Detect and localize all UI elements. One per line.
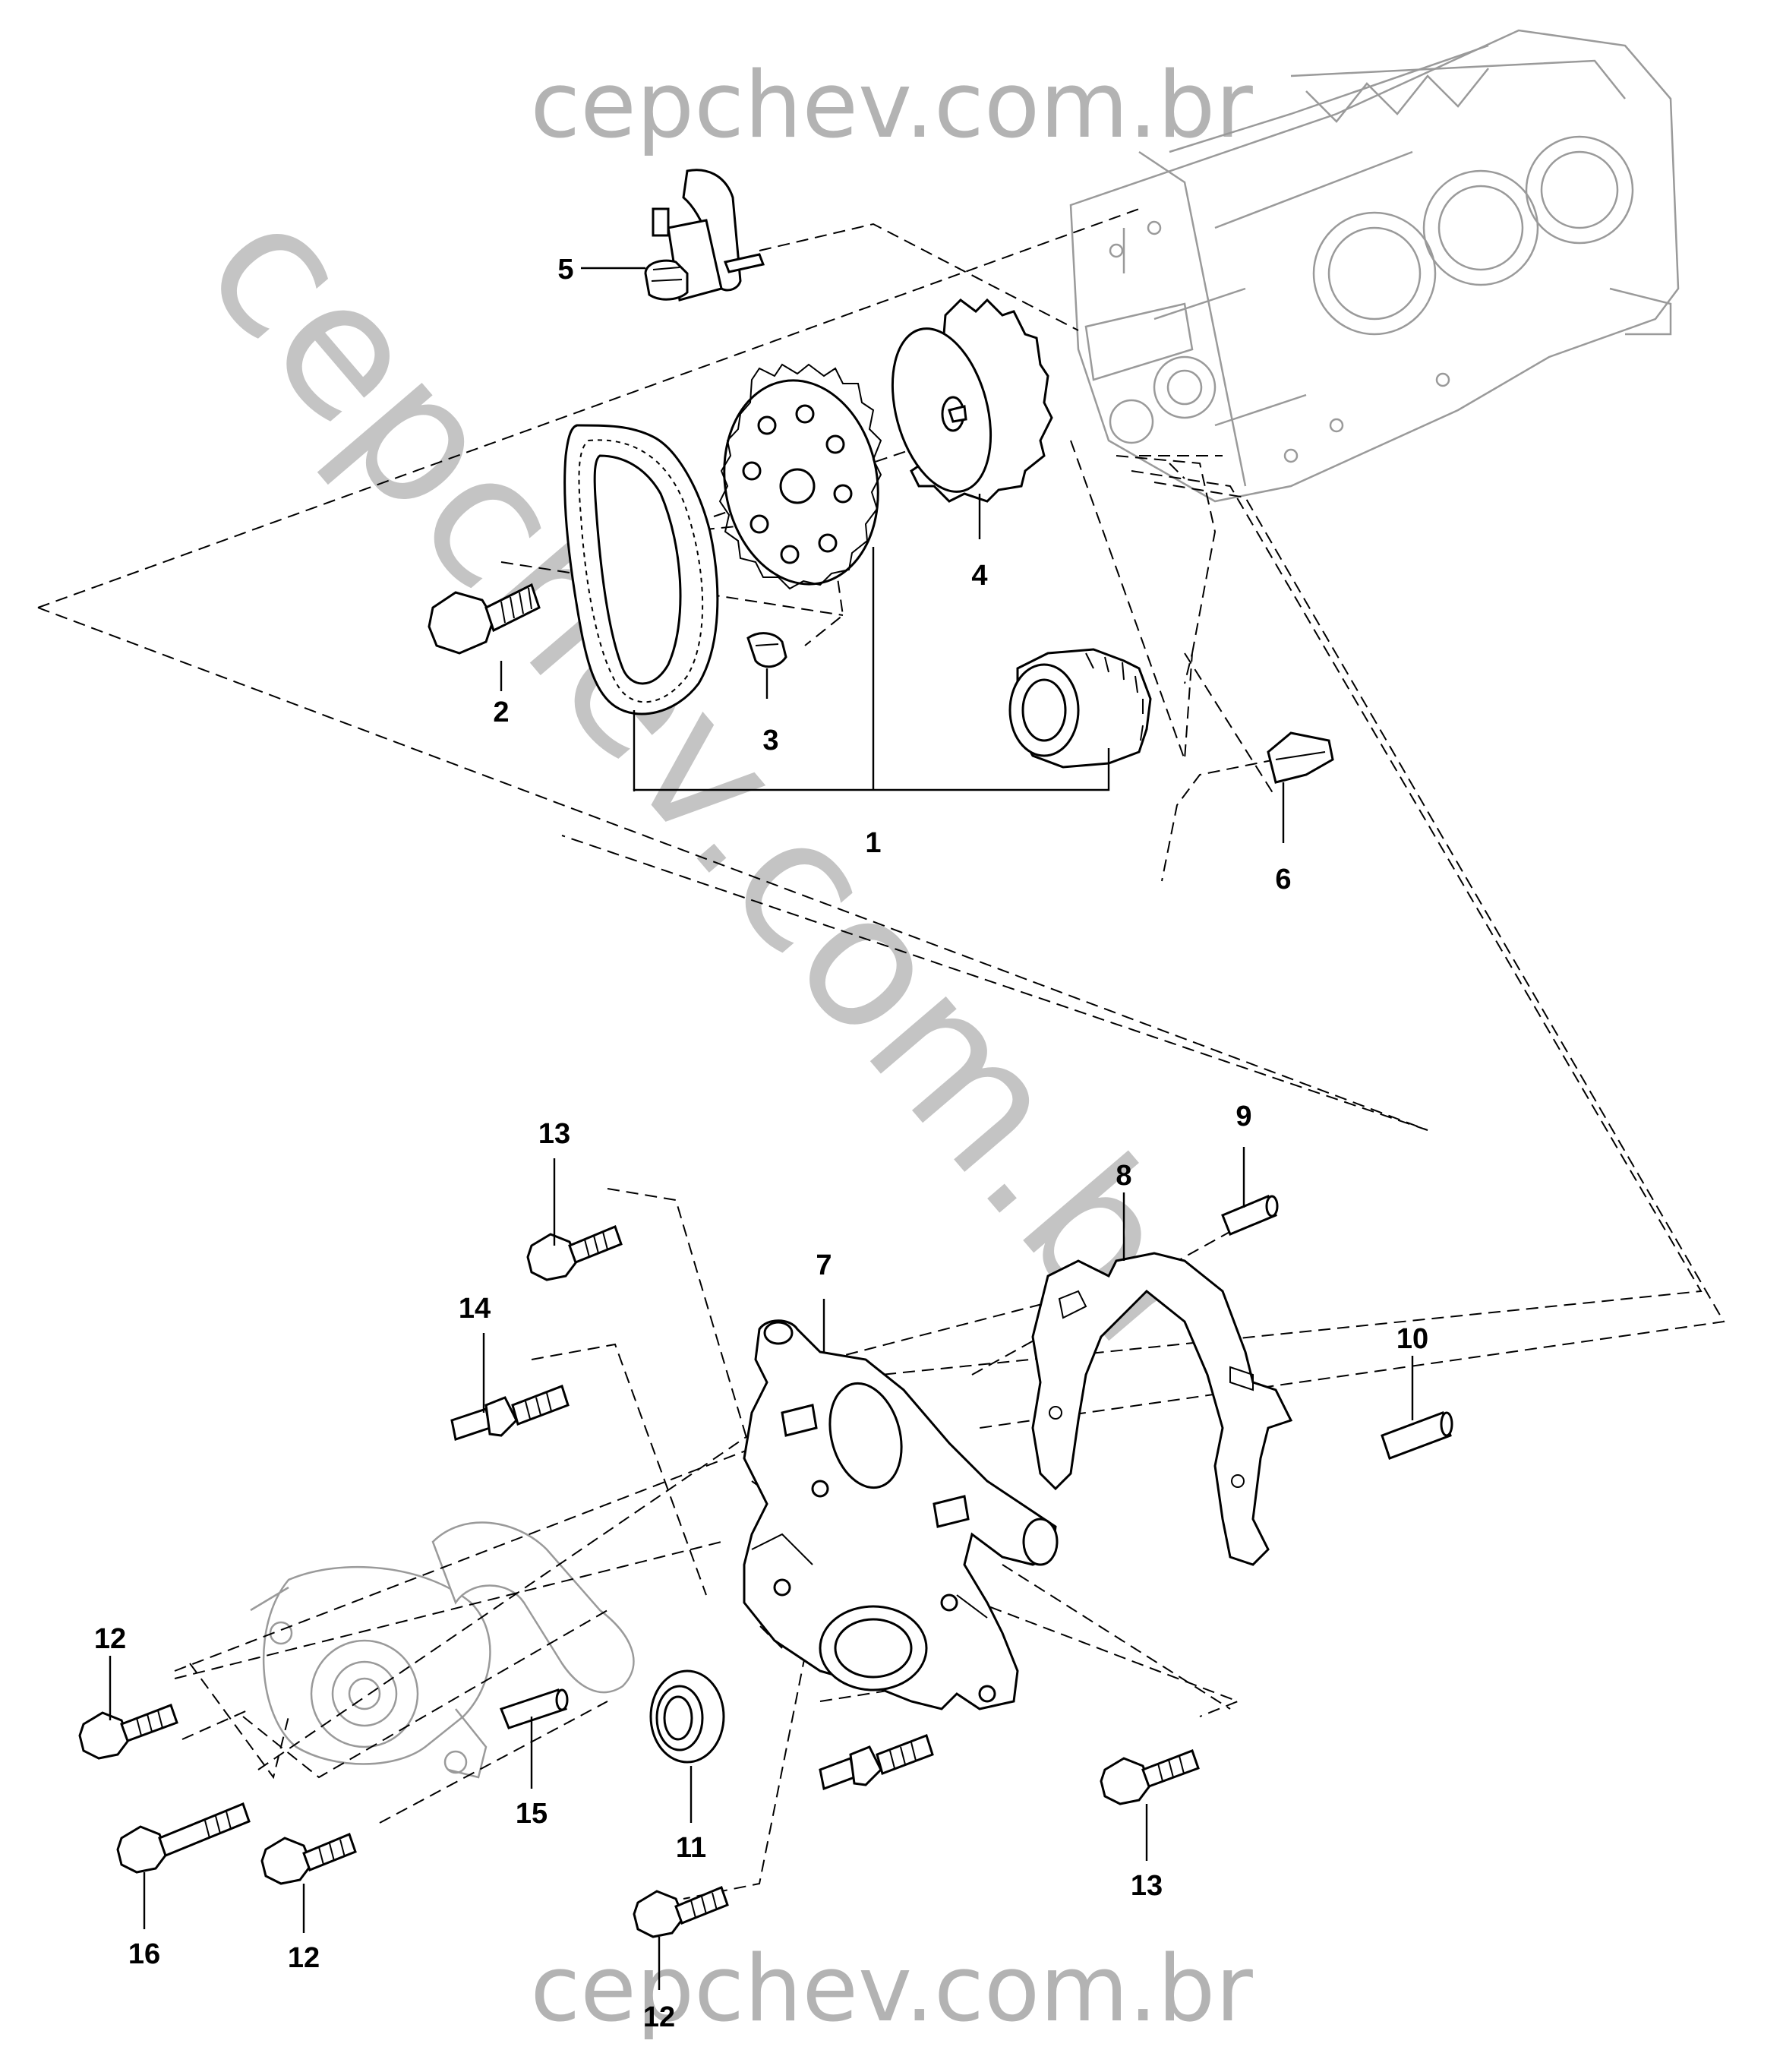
part-5-chain-tensioner	[644, 169, 765, 302]
part-4-camshaft-sprocket	[891, 298, 1053, 503]
callout-12-bottom-center: 12	[643, 2001, 675, 2033]
bolt-13-lower	[1100, 1749, 1200, 1805]
part-15-dowel-pin	[500, 1688, 569, 1729]
part-1-crank-sprocket	[718, 363, 882, 590]
part-10-dowel-pin	[1381, 1411, 1453, 1460]
water-pump-ghost	[250, 1521, 635, 1779]
callout-5: 5	[557, 254, 573, 286]
callout-3: 3	[762, 725, 778, 756]
callout-1: 1	[865, 827, 881, 859]
callout-9: 9	[1235, 1101, 1251, 1132]
bolt-13-upper	[526, 1225, 623, 1281]
bolt-12-bottom-center	[633, 1886, 729, 1938]
part-1-crank-gear	[1008, 648, 1152, 769]
part-9-dowel-pin	[1221, 1195, 1279, 1236]
part-7-front-cover	[743, 1319, 1059, 1710]
part-1-timing-chain	[563, 424, 719, 715]
part-2-sprocket-bolt	[428, 583, 541, 655]
part-8-cover-gasket	[1031, 1252, 1293, 1566]
callout-16: 16	[128, 1938, 160, 1970]
callout-14: 14	[459, 1293, 491, 1325]
part-6-guide-bracket	[1267, 731, 1334, 784]
callout-15: 15	[516, 1798, 548, 1830]
leader-lines	[109, 267, 1414, 1990]
stud-lower-center	[819, 1734, 934, 1791]
part-3-woodruff-key	[746, 632, 787, 668]
callout-13-lower: 13	[1131, 1870, 1163, 1902]
callout-13-upper: 13	[538, 1118, 570, 1150]
callout-10: 10	[1396, 1323, 1428, 1355]
callout-11: 11	[676, 1832, 706, 1864]
part-11-crank-seal	[649, 1669, 725, 1764]
bolt-12-bottom-left	[260, 1833, 357, 1885]
engine-block-ghost	[1069, 29, 1680, 503]
callout-7: 7	[816, 1249, 832, 1281]
stud-14	[450, 1385, 570, 1441]
callout-12-bottom-left: 12	[288, 1942, 320, 1974]
bolt-16-long	[116, 1802, 251, 1874]
callout-8: 8	[1116, 1160, 1131, 1192]
callout-2: 2	[493, 696, 509, 728]
bolt-12-left	[78, 1704, 178, 1760]
callout-6: 6	[1275, 864, 1291, 895]
watermark-header: cepchev.com.br	[530, 53, 1253, 159]
callout-4: 4	[971, 560, 987, 592]
watermark-footer: cepchev.com.br	[530, 1937, 1253, 2042]
callout-labels: 1 2 3 4 5 6 7 8 9 10 11 12 12 12 13 13 1…	[94, 254, 1428, 2033]
callout-12-left: 12	[94, 1623, 126, 1655]
